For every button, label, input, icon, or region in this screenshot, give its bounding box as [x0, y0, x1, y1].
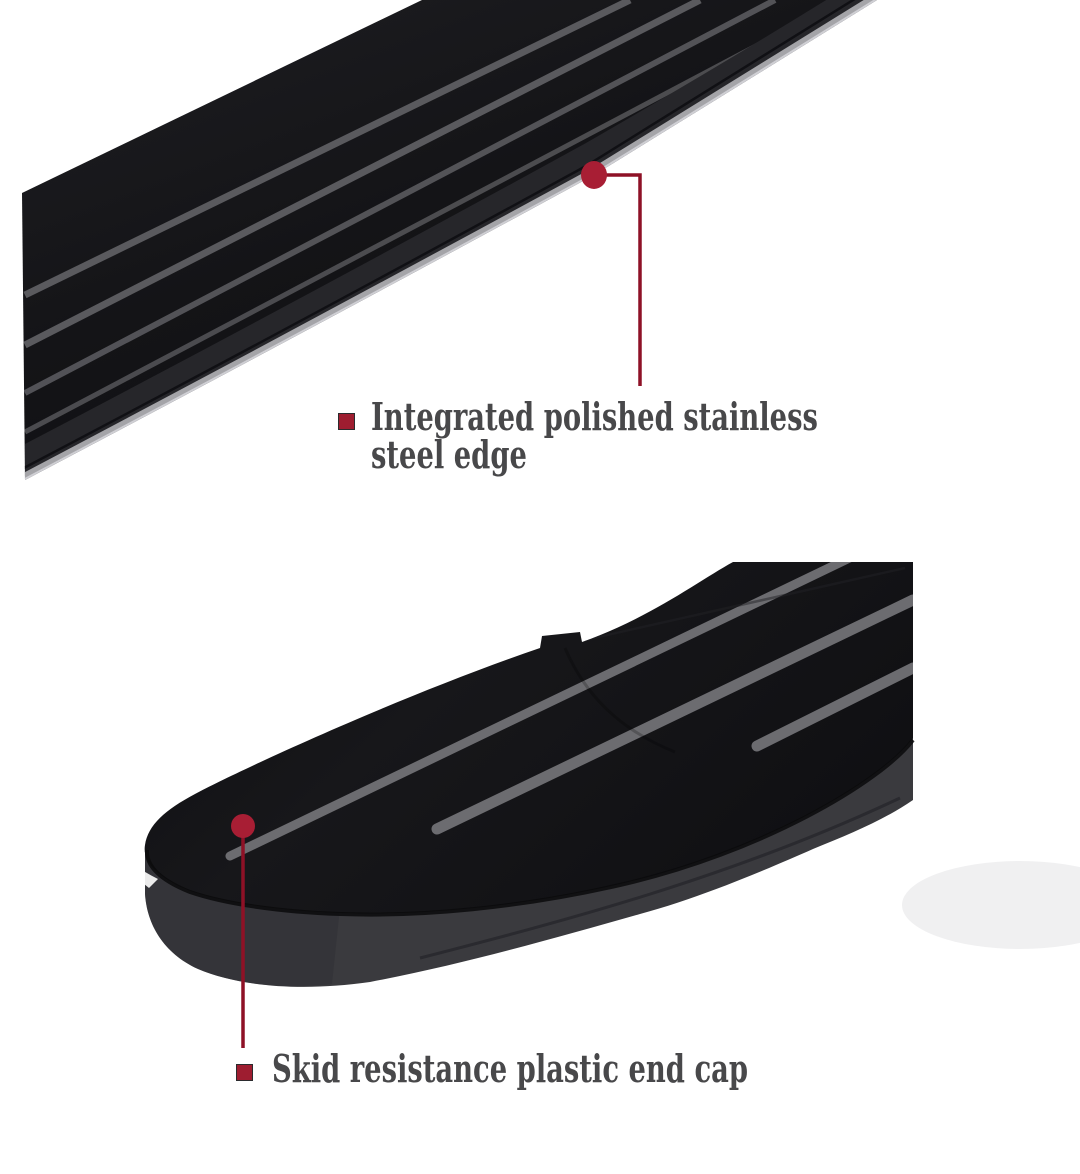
bullet-square — [338, 413, 355, 430]
edge-separation-line — [22, 0, 867, 472]
cap-gap-highlight — [129, 863, 158, 888]
cap-joint-seam-line — [584, 566, 906, 642]
end-cap-top-surface — [144, 562, 913, 914]
callout-label: Integrated polished stainless steel edge — [371, 398, 818, 474]
side-face-seam-line — [419, 796, 901, 960]
overhang-shadow-line — [144, 738, 915, 917]
callout-dot-end-cap — [231, 814, 255, 838]
bullet-square — [236, 1064, 253, 1081]
callout-label-line: Integrated polished stainless — [371, 394, 818, 439]
callout-dot-stainless-edge — [581, 161, 607, 189]
bottom-photo-end-cap — [129, 562, 1080, 987]
callout-graphics — [231, 161, 642, 1048]
callout-label: Skid resistance plastic end cap — [272, 1050, 748, 1088]
tread-groove-line — [23, 0, 632, 299]
tread-groove-line — [751, 662, 913, 752]
callout-line-stainless-edge — [594, 173, 642, 386]
tread-groove-line — [225, 562, 867, 861]
tread-groove-line — [23, 0, 777, 396]
stainless-steel-edge-highlight — [24, 0, 877, 480]
top-photo-running-board — [22, 0, 877, 480]
callout-label-line: steel edge — [371, 432, 527, 477]
tread-groove-line — [23, 0, 702, 349]
board-edge-face — [25, 0, 877, 480]
tread-groove-line — [23, 0, 845, 435]
tread-groove-line — [431, 594, 913, 835]
cap-joint-seam-line — [563, 647, 676, 754]
ground-shadow — [902, 861, 1080, 949]
callout-label-line: Skid resistance plastic end cap — [272, 1046, 748, 1091]
end-cap-side-face — [145, 732, 913, 987]
